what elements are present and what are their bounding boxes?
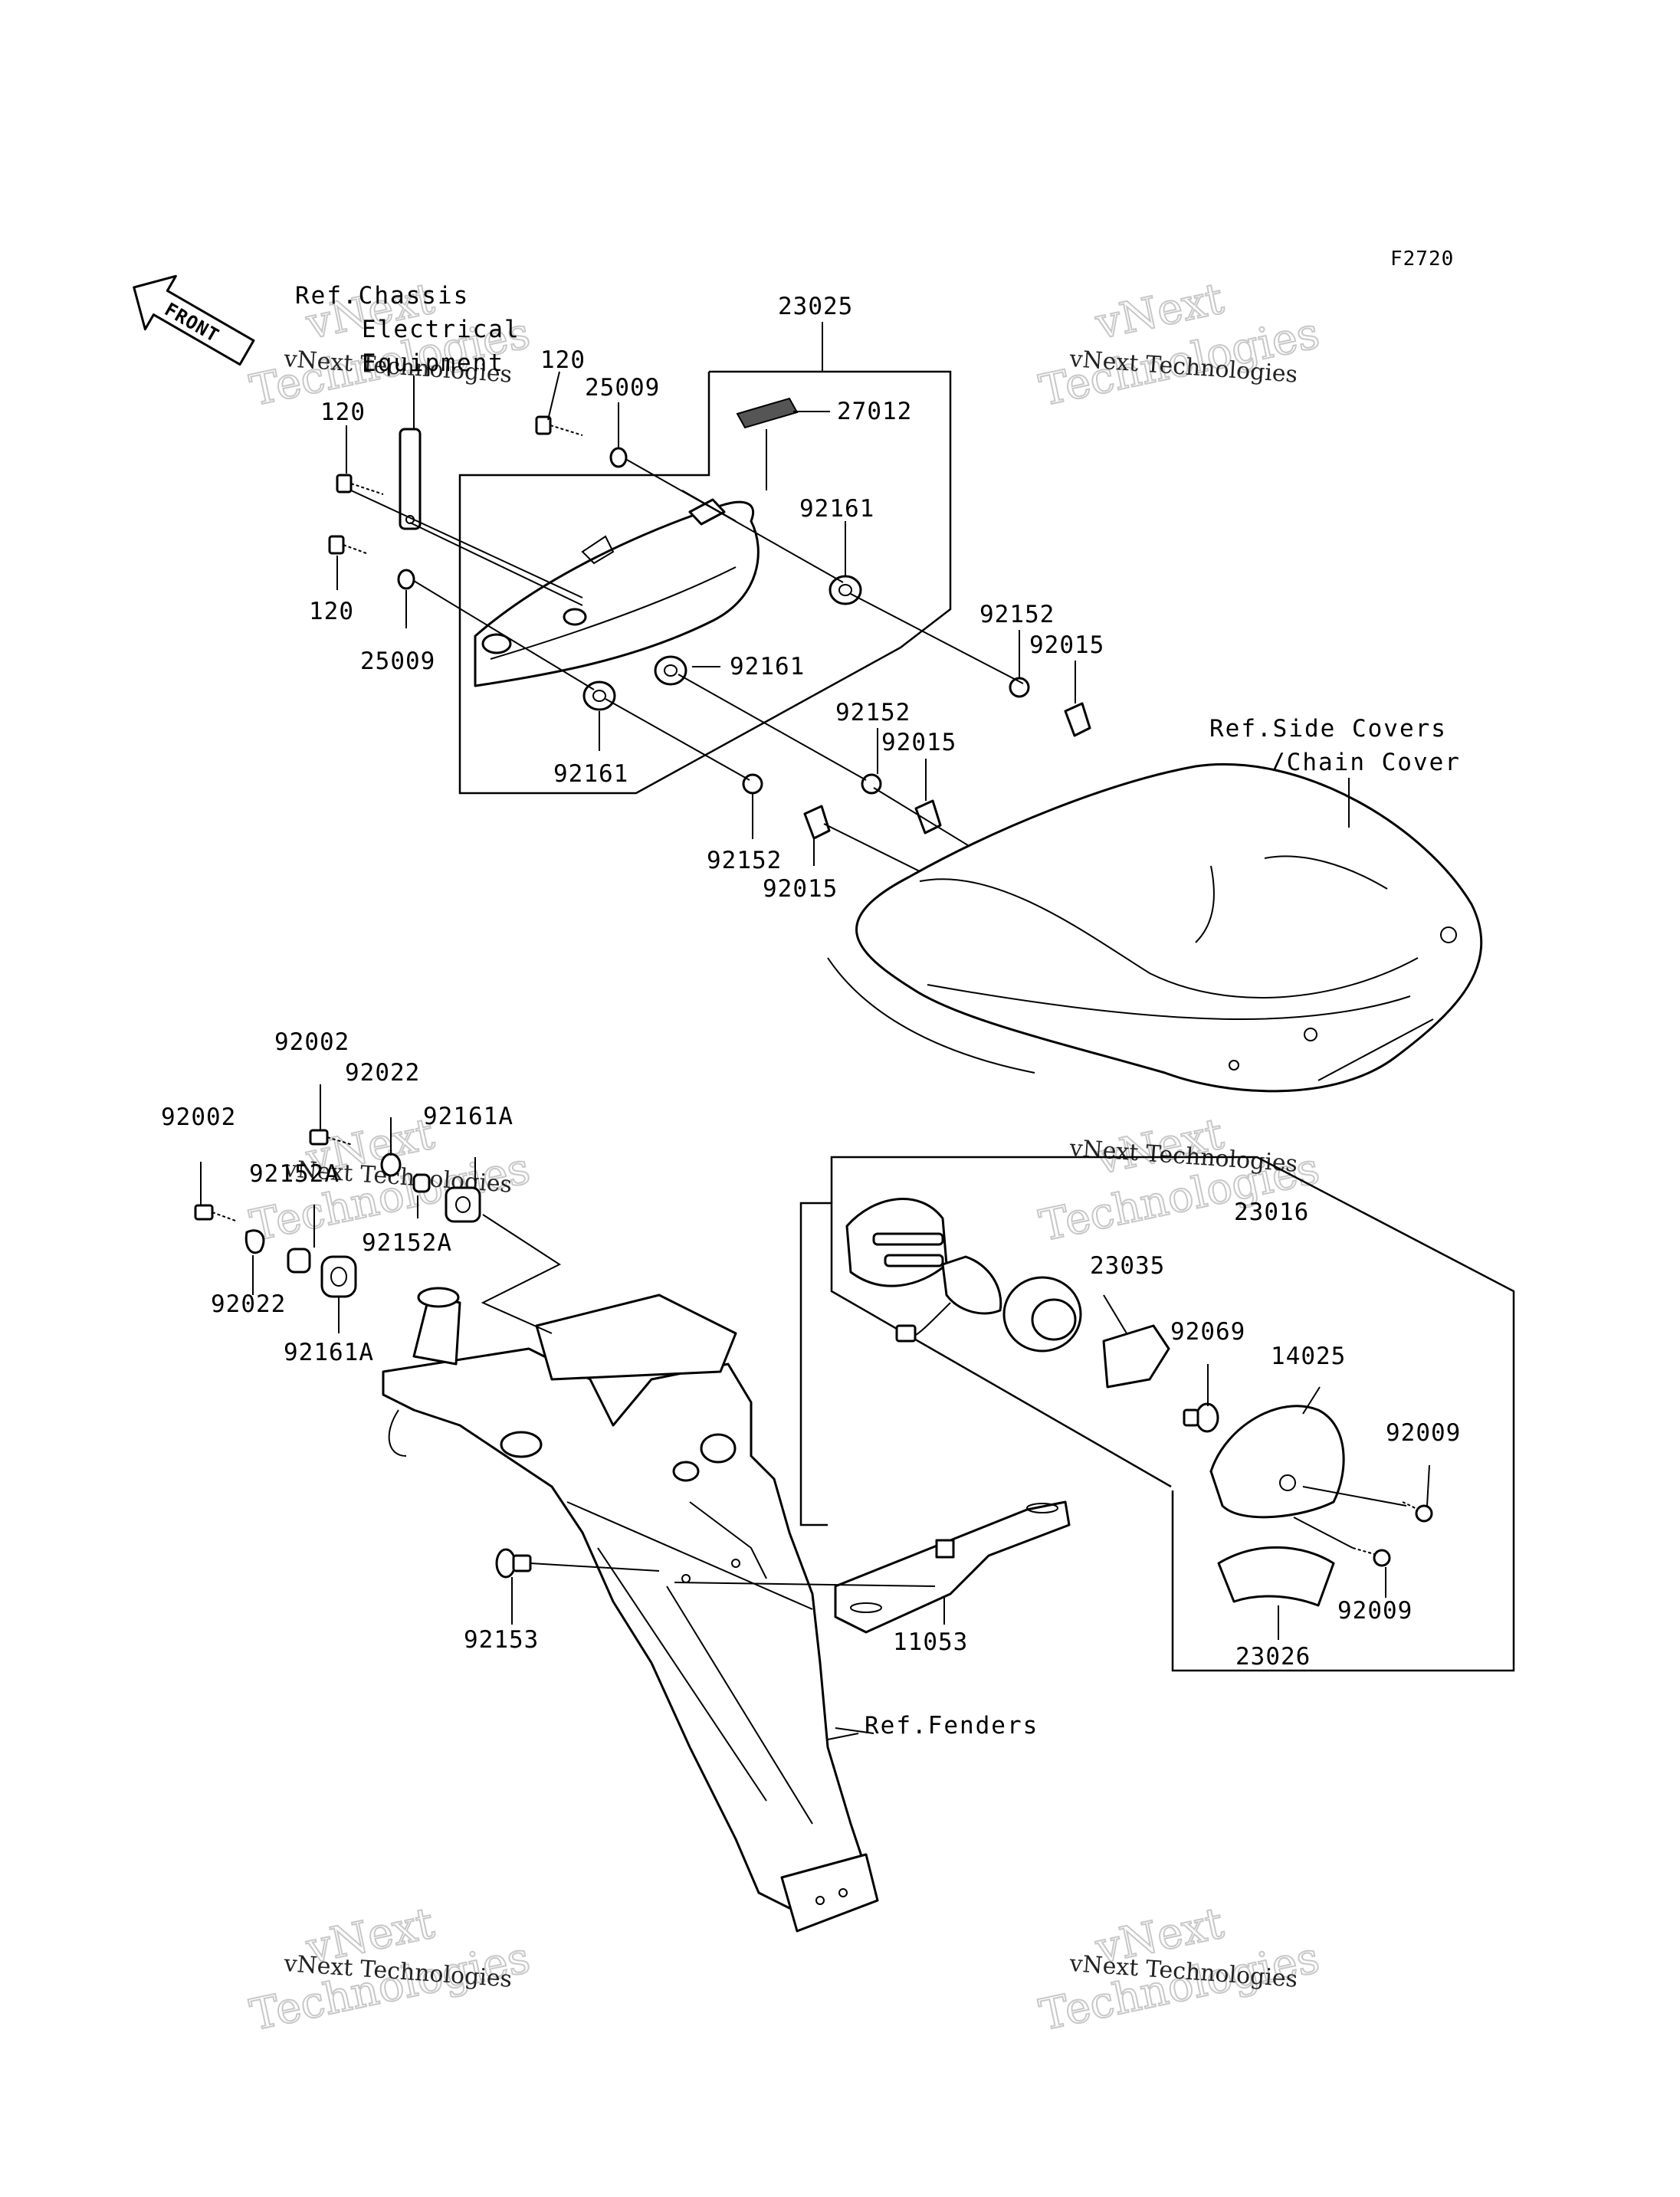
label-92002-top: 92002 — [274, 1028, 349, 1056]
label-25009-top: 25009 — [585, 374, 660, 402]
bracket-strap — [399, 428, 422, 530]
axis-line — [1302, 1486, 1407, 1507]
washer-25009-top — [609, 447, 628, 468]
screw-92002-left — [194, 1204, 238, 1222]
ref-fenders: Ref.Fenders — [865, 1712, 1039, 1740]
nut-92015-mid — [914, 799, 942, 835]
label-92002-left: 92002 — [161, 1103, 236, 1131]
label-23026: 23026 — [1235, 1643, 1311, 1671]
grommet-92161-mid — [654, 655, 687, 686]
label-92009-right: 92009 — [1386, 1419, 1461, 1447]
label-92152-right: 92152 — [979, 601, 1055, 628]
part-labels: 23025 27012 120 25009 120 120 25009 9216… — [161, 293, 1461, 1671]
bolt-120-mid — [336, 474, 384, 495]
label-92152A-right: 92152A — [362, 1229, 452, 1257]
reflector-27012 — [736, 397, 799, 429]
lamp-socket-base — [845, 1198, 1002, 1343]
axis-line — [674, 1582, 936, 1587]
collar-92152A-top — [412, 1173, 431, 1193]
bolt-92153 — [495, 1548, 660, 1579]
assembly-line — [481, 1214, 562, 1334]
label-92022-left: 92022 — [211, 1290, 286, 1318]
ref-side-covers-line1: Ref.Side Covers — [1209, 715, 1447, 743]
axis-line — [409, 522, 583, 606]
bulb-socket-23035 — [1002, 1276, 1082, 1353]
grommet-92161A-top — [445, 1186, 481, 1223]
axis-line — [350, 490, 583, 598]
collar-92152A-left — [287, 1248, 311, 1274]
label-92161-mid: 92161 — [730, 653, 805, 680]
label-23035: 23035 — [1090, 1252, 1165, 1280]
figure-code: F2720 — [1390, 248, 1454, 271]
leader-lines — [200, 322, 1430, 1740]
label-92015-low: 92015 — [763, 875, 838, 903]
label-92161A-top: 92161A — [423, 1103, 514, 1130]
grommet-92161-right — [829, 575, 862, 605]
washer-25009-low — [397, 569, 415, 590]
bolt-120-top — [535, 415, 583, 436]
washer-92022-top — [380, 1153, 402, 1177]
front-arrow-icon: FRONT — [133, 274, 255, 366]
label-120-mid: 120 — [320, 398, 366, 426]
ref-chassis-line3: Equipment — [362, 349, 504, 377]
screw-92009-right — [1402, 1501, 1433, 1523]
label-92161-right: 92161 — [799, 495, 874, 523]
label-92152A-left: 92152A — [249, 1160, 340, 1188]
label-120-top: 120 — [540, 346, 586, 374]
screw-92009-low — [1352, 1547, 1391, 1567]
bolt-120-low — [328, 535, 367, 555]
label-92015-right: 92015 — [1029, 631, 1104, 659]
ref-chassis-line1: Ref.Chassis — [295, 282, 469, 310]
label-27012: 27012 — [837, 398, 912, 425]
nut-92015-low — [803, 805, 831, 840]
screw-92002-top — [309, 1129, 353, 1146]
ref-chassis-line2: Electrical — [362, 316, 520, 343]
axis-line — [678, 674, 867, 781]
group-box-23016 — [799, 1156, 1515, 1672]
label-25009-low: 25009 — [360, 648, 435, 675]
washer-92022-left — [244, 1229, 265, 1254]
label-92022-top: 92022 — [345, 1059, 420, 1087]
ref-side-covers-line2: /Chain Cover — [1271, 749, 1461, 776]
group-box-23025 — [458, 370, 952, 795]
lens-14025 — [1209, 1405, 1345, 1519]
grommet-92161A-left — [320, 1255, 357, 1298]
side-cover — [827, 762, 1483, 1093]
label-11053: 11053 — [893, 1628, 968, 1656]
label-92009-low: 92009 — [1337, 1597, 1413, 1625]
tail-light-housing — [474, 498, 760, 687]
label-92069: 92069 — [1170, 1318, 1245, 1346]
axis-line — [1293, 1517, 1354, 1549]
label-14025: 14025 — [1271, 1343, 1346, 1370]
axis-line — [413, 580, 595, 690]
label-92161A-left: 92161A — [284, 1339, 374, 1366]
label-92015-mid: 92015 — [881, 729, 956, 756]
license-bracket-11053 — [834, 1500, 1071, 1634]
label-92161-low: 92161 — [553, 760, 628, 788]
label-120-low: 120 — [309, 598, 354, 625]
label-92152-mid: 92152 — [835, 699, 911, 726]
label-92152-low: 92152 — [707, 847, 782, 874]
rear-fender-bracket — [382, 1287, 879, 1933]
label-92153: 92153 — [464, 1626, 539, 1654]
label-23016: 23016 — [1234, 1199, 1309, 1226]
label-23025: 23025 — [778, 293, 853, 320]
cover-23026 — [1217, 1546, 1335, 1607]
nut-92015-right — [1064, 702, 1091, 737]
axis-line — [850, 593, 1024, 684]
axis-line — [605, 698, 750, 781]
bulb-92069 — [1183, 1402, 1219, 1433]
clip-23035 — [1102, 1324, 1170, 1389]
